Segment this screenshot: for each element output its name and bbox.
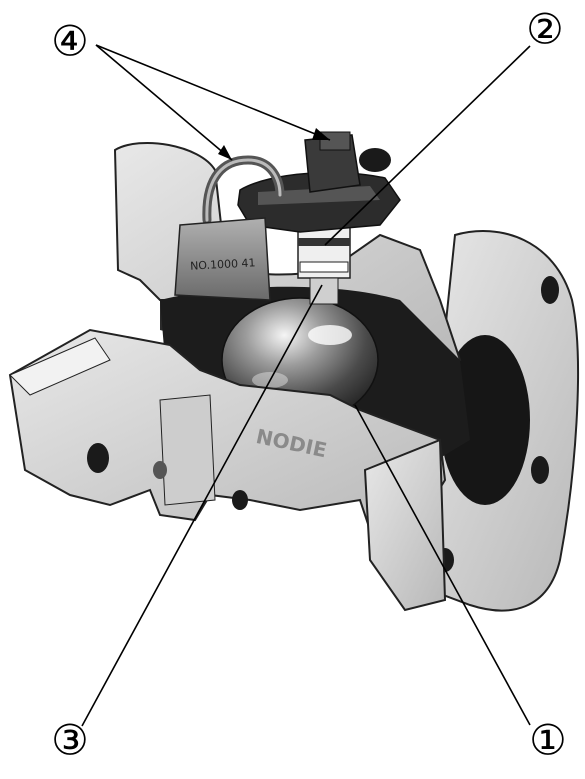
leader-3 (81, 284, 323, 727)
arrowhead-4b (218, 145, 232, 160)
leader-lines (81, 44, 531, 727)
lower-body-casting: NODIE (8, 328, 447, 612)
arrowheads (218, 128, 330, 160)
leader-4a (95, 44, 331, 141)
bolt-hole (531, 456, 549, 484)
callout-4: ④ (51, 17, 89, 66)
bolt-hole (232, 490, 248, 510)
callouts: ④ ② ③ ① (51, 5, 567, 765)
padlock-text: NO.1000 41 (190, 256, 256, 272)
arrowhead-4a (312, 128, 330, 140)
padlock: NO.1000 41 (174, 155, 285, 301)
leader-2 (324, 45, 531, 246)
callout-2: ② (526, 5, 564, 54)
right-flange (418, 230, 579, 612)
bolt-hole (87, 443, 109, 473)
leader-4b (95, 44, 233, 161)
callout-1: ① (529, 716, 567, 765)
bolt-head (153, 461, 167, 479)
bolt-hole (541, 276, 559, 304)
callout-3: ③ (51, 716, 89, 765)
leader-1 (354, 404, 531, 726)
lock-tab (304, 131, 391, 193)
